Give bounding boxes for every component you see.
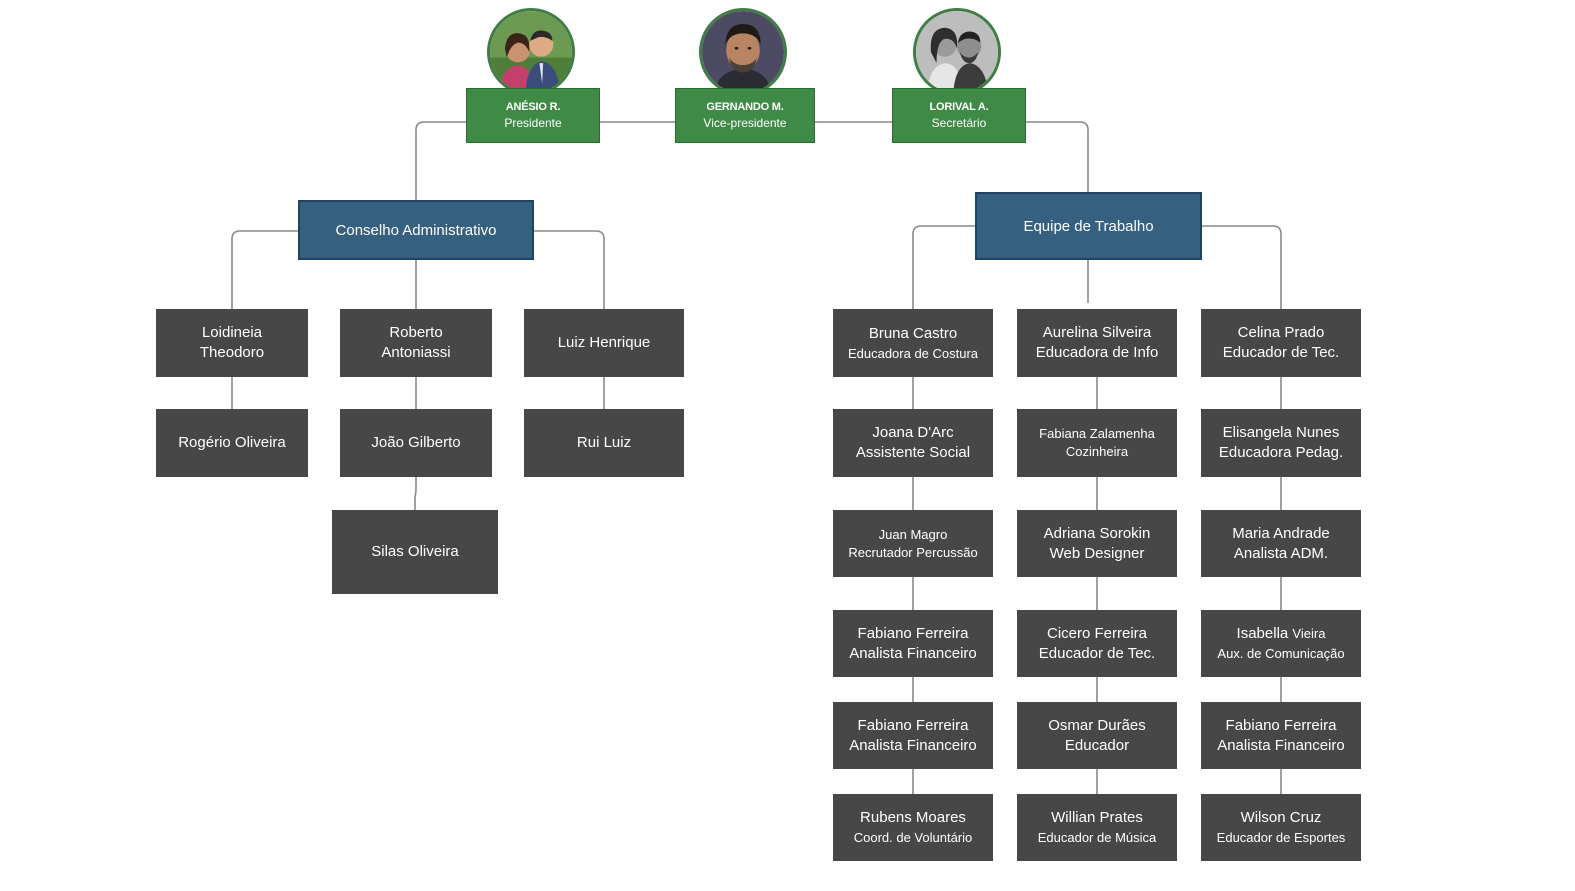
avatar-anesio [487,8,575,96]
member-roberto: Roberto Antoniassi [340,309,492,377]
staff-name: Juan Magro [878,526,948,542]
exec-name: ANÉSIO R. [505,101,561,113]
staff-col1-6: Rubens Moares Coord. de Voluntário [833,794,993,861]
member-rogerio: Rogério Oliveira [156,409,308,477]
exec-name: GERNANDO M. [706,101,784,113]
staff-name: Wilson Cruz [1240,809,1322,826]
staff-role: Analista Financeiro [849,736,977,754]
member-name: Rui Luiz [576,434,632,451]
staff-col3-5: Fabiano Ferreira Analista Financeiro [1201,702,1361,769]
staff-last-name: Vieira [1292,626,1326,641]
staff-role: Web Designer [1049,544,1145,562]
staff-col2-5: Osmar Durães Educador [1017,702,1177,769]
staff-col3-2: Elisangela Nunes Educadora Pedag. [1201,409,1361,477]
member-name: Luiz Henrique [557,334,651,351]
staff-role: Educador de Tec. [1222,344,1340,361]
dept-title: Equipe de Trabalho [1023,217,1154,235]
connector-exec-equipe [1026,121,1089,193]
avatar-lorival [913,8,1001,96]
exec-role: Vice-presidente [703,116,787,130]
exec-role: Presidente [504,116,562,130]
staff-role: Cozinheira [1065,444,1129,459]
staff-name: Willian Prates [1051,809,1143,826]
staff-col1-1: Bruna Castro Educadora de Costura [833,309,993,377]
connector-equipe-col3 [1202,225,1282,309]
staff-name: Aurelina Silveira [1042,324,1152,341]
member-rui: Rui Luiz [524,409,684,477]
staff-role: Educador [1064,736,1130,754]
member-name-line2: Antoniassi [381,344,451,361]
staff-role: Analista Financeiro [849,644,977,662]
staff-col1-4: Fabiano Ferreira Analista Financeiro [833,610,993,677]
staff-role: Coord. de Voluntário [853,830,973,845]
staff-name: Cicero Ferreira [1046,624,1148,642]
staff-col2-4: Cicero Ferreira Educador de Tec. [1017,610,1177,677]
connector-c2b [414,477,417,510]
staff-role: Recrutador Percussão [848,544,978,560]
connector-exec-conselho [415,121,466,201]
couple-photo-bw-icon [916,11,998,93]
staff-col2-2: Fabiana Zalamenha Cozinheira [1017,409,1177,477]
staff-role: Educadora de Info [1035,344,1159,361]
connector-conselho-col3 [534,230,605,309]
exec-box-vice-presidente: GERNANDO M. Vice-presidente [675,88,815,143]
staff-col2-6: Willian Prates Educador de Música [1017,794,1177,861]
avatar-gernando [699,8,787,96]
member-loidineia: Loidineia Theodoro [156,309,308,377]
staff-name: Rubens Moares [860,809,966,826]
staff-col1-5: Fabiano Ferreira Analista Financeiro [833,702,993,769]
staff-col3-1: Celina Prado Educador de Tec. [1201,309,1361,377]
staff-role: Educador de Esportes [1216,830,1346,845]
staff-role: Analista ADM. [1233,544,1329,562]
staff-name: Joana D'Arc [872,424,954,441]
member-joao: João Gilberto [340,409,492,477]
staff-name: Isabella Vieira [1237,624,1326,644]
staff-name: Fabiana Zalamenha [1039,426,1155,441]
member-name: Rogério Oliveira [178,434,286,451]
member-name-line1: Roberto [389,324,443,341]
staff-name: Fabiano Ferreira [1225,716,1337,734]
couple-photo-icon [490,11,572,93]
staff-name: Elisangela Nunes [1222,424,1340,441]
staff-name: Maria Andrade [1232,524,1330,542]
connector-conselho-col1 [231,230,299,309]
connector-equipe-col1 [912,225,976,309]
member-name-line1: Loidineia [201,324,263,341]
dept-title: Conselho Administrativo [335,221,497,239]
staff-name: Bruna Castro [868,324,958,342]
exec-box-secretario: LORIVAL A. Secretário [892,88,1026,143]
dept-conselho-administrativo: Conselho Administrativo [298,200,534,260]
staff-col2-1: Aurelina Silveira Educadora de Info [1017,309,1177,377]
staff-col3-4: Isabella Vieira Aux. de Comunicação [1201,610,1361,677]
staff-role: Assistente Social [855,444,971,461]
member-name: João Gilberto [371,434,461,451]
staff-name: Osmar Durães [1048,716,1146,734]
exec-box-presidente: ANÉSIO R. Presidente [466,88,600,143]
staff-role: Aux. de Comunicação [1217,646,1345,661]
staff-role: Educadora de Costura [847,345,979,361]
member-name-line2: Theodoro [199,344,265,361]
exec-role: Secretário [931,116,987,130]
staff-name: Adriana Sorokin [1043,524,1151,542]
staff-role: Educadora Pedag. [1218,444,1344,461]
exec-name: LORIVAL A. [929,101,989,113]
staff-role: Educador de Tec. [1038,644,1156,662]
staff-col1-3: Juan Magro Recrutador Percussão [833,510,993,577]
man-photo-icon [702,11,784,93]
staff-name: Fabiano Ferreira [857,716,969,734]
staff-col3-6: Wilson Cruz Educador de Esportes [1201,794,1361,861]
staff-name: Celina Prado [1237,324,1325,341]
member-luiz-henrique: Luiz Henrique [524,309,684,377]
staff-col2-3: Adriana Sorokin Web Designer [1017,510,1177,577]
staff-first-name: Isabella [1236,625,1289,642]
staff-role: Analista Financeiro [1217,736,1345,754]
staff-col3-3: Maria Andrade Analista ADM. [1201,510,1361,577]
member-name: Silas Oliveira [371,543,459,560]
staff-name: Fabiano Ferreira [857,624,969,642]
staff-col1-2: Joana D'Arc Assistente Social [833,409,993,477]
dept-equipe-de-trabalho: Equipe de Trabalho [975,192,1202,260]
member-silas: Silas Oliveira [332,510,498,594]
staff-role: Educador de Música [1037,830,1157,845]
